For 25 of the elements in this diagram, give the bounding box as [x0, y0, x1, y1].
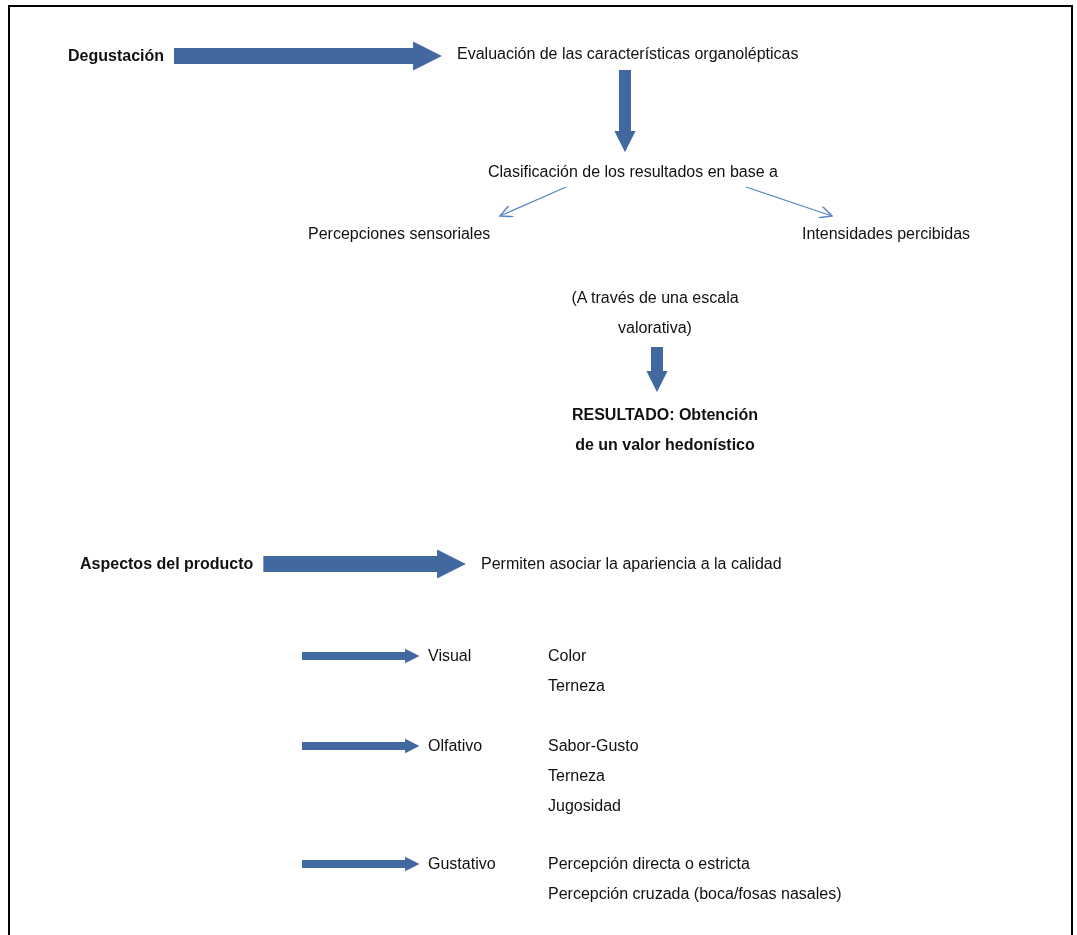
node-text: Visual [428, 644, 472, 668]
node-text: Degustación [68, 44, 164, 68]
block-arrow [614, 70, 636, 153]
node-text: Aspectos del producto [80, 552, 254, 576]
node-text: Gustativo [428, 852, 496, 876]
item-text: Jugosidad [548, 796, 621, 816]
node-text: Evaluación de las características organolépticas [457, 42, 799, 66]
node-text: (A través de una escala valorativa) [560, 283, 750, 343]
item-text: Terneza [548, 766, 605, 786]
item-text: Percepción cruzada (boca/fosas nasales) [548, 884, 842, 904]
item-text: Sabor-Gusto [548, 736, 639, 756]
arrow [499, 186, 567, 218]
item-text: Terneza [548, 676, 605, 696]
arrow [745, 186, 833, 219]
block-arrow [263, 549, 466, 579]
node-text: RESULTADO: Obtención de un valor hedonístico [570, 400, 760, 460]
item-text: Percepción directa o estricta [548, 854, 750, 874]
node-text: Permiten asociar la apariencia a la calidad [481, 552, 782, 576]
node-text: Intensidades percibidas [802, 222, 971, 246]
item-text: Color [548, 646, 587, 666]
node-text: Olfativo [428, 734, 483, 758]
block-arrow [646, 347, 668, 393]
block-arrow [174, 41, 442, 71]
node-text: Percepciones sensoriales [308, 222, 491, 246]
node-text: Clasificación de los resultados en base a [488, 160, 778, 184]
